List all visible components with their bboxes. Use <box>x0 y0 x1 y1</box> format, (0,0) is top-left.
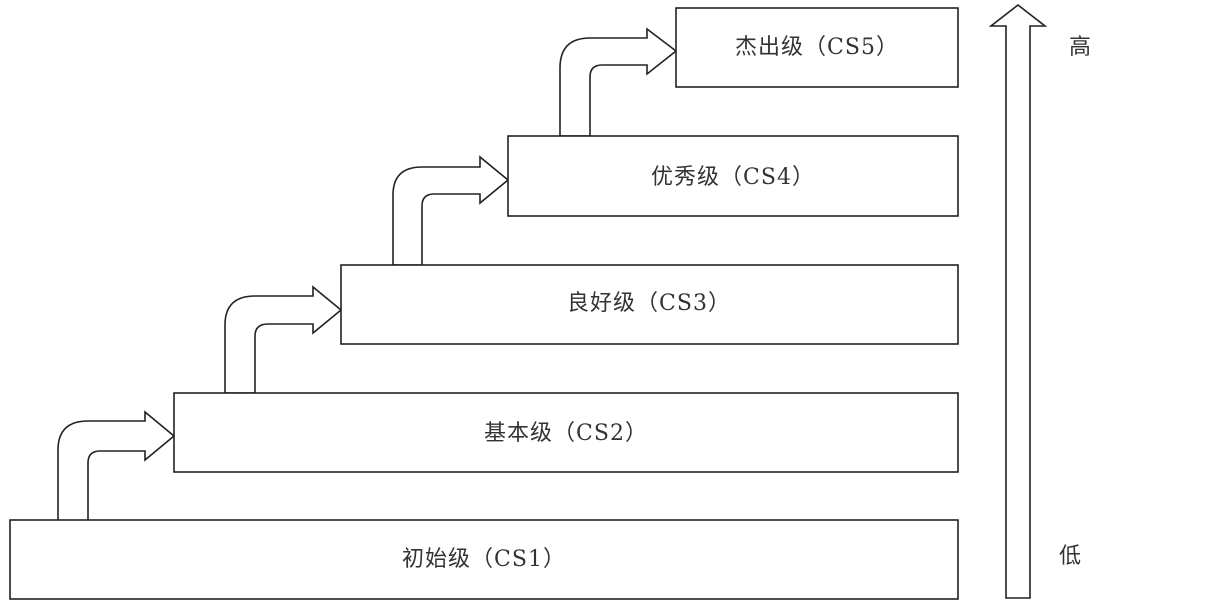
step-arrow-1-to-2 <box>57 410 176 522</box>
level-box-cs5: 杰出级（CS5） <box>675 7 959 88</box>
level-label-cs1: 初始级（CS1） <box>402 547 566 572</box>
level-box-cs1: 初始级（CS1） <box>9 519 959 600</box>
level-box-cs3: 良好级（CS3） <box>340 264 959 345</box>
level-box-cs4: 优秀级（CS4） <box>507 135 959 217</box>
level-box-cs2: 基本级（CS2） <box>173 392 959 473</box>
level-label-cs5: 杰出级（CS5） <box>735 35 899 60</box>
level-label-cs2: 基本级（CS2） <box>484 421 648 446</box>
scale-high-label: 高 <box>1069 35 1091 60</box>
level-label-cs4: 优秀级（CS4） <box>651 165 815 190</box>
level-label-cs3: 良好级（CS3） <box>567 291 731 316</box>
scale-low-label: 低 <box>1059 544 1081 569</box>
step-arrow-2-to-3 <box>224 285 343 394</box>
scale-up-arrow-icon <box>988 3 1048 599</box>
step-arrow-4-to-5 <box>559 27 678 137</box>
step-arrow-3-to-4 <box>392 155 510 266</box>
